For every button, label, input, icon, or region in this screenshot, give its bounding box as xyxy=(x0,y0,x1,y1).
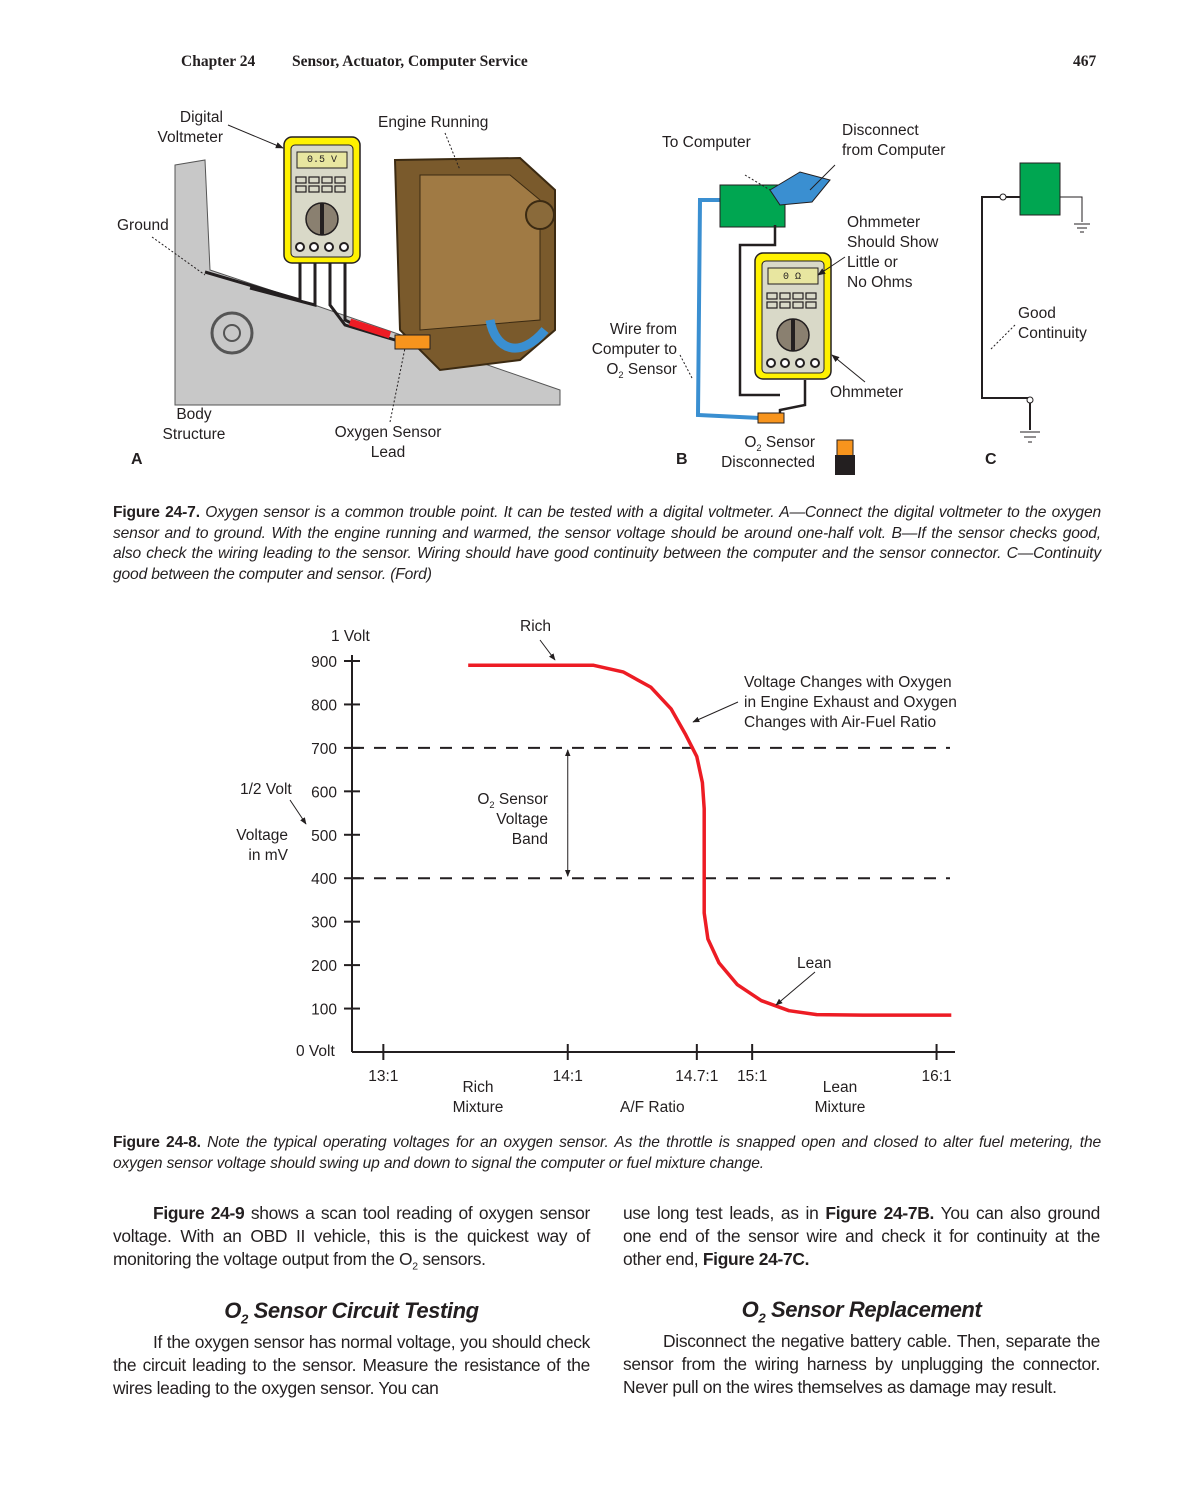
panel-label-c: C xyxy=(985,451,997,468)
y-tick-label: 500 xyxy=(311,828,337,845)
voltage-curve xyxy=(468,663,952,1017)
y-tick-label: 100 xyxy=(311,1002,337,1019)
x-tick-label: 13:1 xyxy=(368,1068,398,1085)
x-axis-title: A/F Ratio xyxy=(620,1099,685,1116)
y-tick-label: 200 xyxy=(311,958,337,975)
y-tick-label: 400 xyxy=(311,871,337,888)
label-engine-running: Engine Running xyxy=(378,114,489,131)
lean-arrow xyxy=(775,971,816,1006)
x-tick-label: 14.7:1 xyxy=(675,1068,718,1085)
y-label-half-volt: 1/2 Volt xyxy=(240,781,292,798)
computer-b xyxy=(719,184,786,228)
paragraph-scan-tool: Figure 24-9 shows a scan tool reading of… xyxy=(113,1203,590,1273)
y-label-one-volt: 1 Volt xyxy=(331,628,370,645)
disconnected-plug xyxy=(769,171,831,206)
meter-b-display: 0 Ω xyxy=(782,272,801,283)
figure-ref: Figure 24-9 xyxy=(153,1203,245,1223)
y-tick-label: 300 xyxy=(311,915,337,932)
annotation-lean: Lean xyxy=(797,955,832,972)
rich-arrow xyxy=(539,639,556,661)
panel-label-a: A xyxy=(131,451,143,468)
x-tick-label: 16:1 xyxy=(921,1068,951,1085)
figure-24-7-caption: Figure 24-7. Oxygen sensor is a common t… xyxy=(113,504,1101,583)
x-tick-label: 14:1 xyxy=(553,1068,583,1085)
paragraph-circuit-testing: If the oxygen sensor has normal voltage,… xyxy=(113,1332,590,1398)
annotation-rich: Rich xyxy=(520,618,552,635)
figure-24-8-chart: 100 200 300 400 500 600 700 800 900 13:1 14:1 14.7:… xyxy=(289,639,955,1085)
sensor-connector-a xyxy=(394,334,431,350)
figure-24-8-caption: Figure 24-8. Note the typical operating … xyxy=(113,1134,1101,1172)
figure-24-7-illustration xyxy=(151,124,1090,475)
heading-sensor-replacement: O2 Sensor Replacement xyxy=(741,1297,982,1326)
wire-computer-to-sensor xyxy=(695,198,761,420)
label-ohmmeter: Ohmmeter xyxy=(830,384,904,401)
chapter-title: Sensor, Actuator, Computer Service xyxy=(292,53,528,70)
y-tick-label: 700 xyxy=(311,741,337,758)
meter-a-display: 0.5 V xyxy=(306,155,337,166)
panel-label-b: B xyxy=(676,451,688,468)
half-volt-arrow xyxy=(289,799,307,825)
paragraph-sensor-replacement: Disconnect the negative battery cable. T… xyxy=(623,1331,1100,1397)
y-tick-label: 800 xyxy=(311,697,337,714)
ground-symbol-icon xyxy=(1020,223,1090,443)
chapter-number: Chapter 24 xyxy=(181,53,256,70)
y-tick-label: 600 xyxy=(311,784,337,801)
x-tick-label: 15:1 xyxy=(737,1068,767,1085)
heading-circuit-testing: O2 Sensor Circuit Testing xyxy=(224,1298,479,1327)
page-number: 467 xyxy=(1073,53,1097,70)
label-ground: Ground xyxy=(117,217,169,234)
computer-c xyxy=(1019,162,1061,216)
paragraph-test-leads: use long test leads, as in Figure 24-7B.… xyxy=(623,1203,1100,1269)
y-label-zero-volt: 0 Volt xyxy=(296,1043,335,1060)
label-to-computer: To Computer xyxy=(662,134,751,151)
y-tick-label: 900 xyxy=(311,654,337,671)
curve-arrow xyxy=(692,701,739,723)
